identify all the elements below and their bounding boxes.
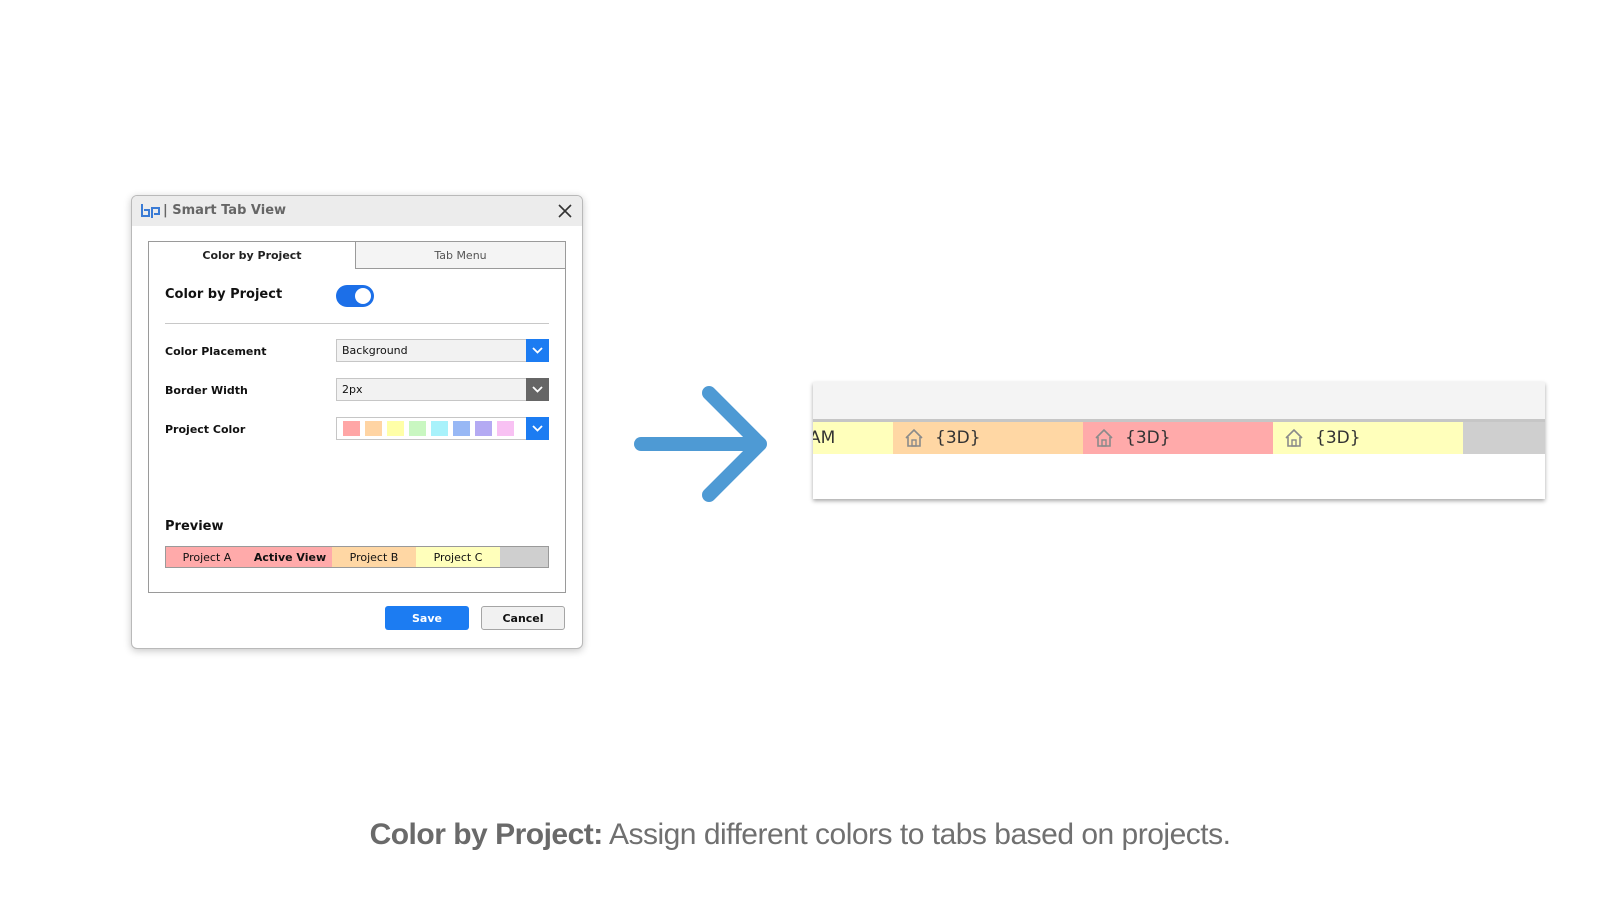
- color-placement-value: Background: [342, 344, 408, 357]
- color-by-project-label: Color by Project: [165, 287, 283, 302]
- project-color-select[interactable]: [336, 417, 549, 440]
- house-icon: [1093, 427, 1115, 449]
- chevron-down-icon[interactable]: [526, 417, 549, 440]
- house-icon: [903, 427, 925, 449]
- strip-tab-label: {3D}: [1315, 428, 1361, 448]
- color-placement-label: Color Placement: [165, 345, 267, 358]
- strip-tab[interactable]: {3D}: [1083, 422, 1273, 454]
- preview-tab: Active View: [248, 547, 332, 567]
- border-width-value: 2px: [342, 383, 363, 396]
- preview-label: Preview: [165, 519, 224, 534]
- dialog-titlebar: | Smart Tab View: [132, 196, 582, 226]
- color-swatch[interactable]: [475, 421, 492, 436]
- strip-tab[interactable]: {3D}: [1273, 422, 1463, 454]
- preview-tab: Project A: [166, 547, 248, 567]
- tab-bar: Color by Project Tab Menu: [149, 242, 565, 269]
- chevron-down-icon[interactable]: [526, 339, 549, 362]
- smart-tab-view-dialog: | Smart Tab View Color by Project Tab Me…: [131, 195, 583, 649]
- border-width-select[interactable]: 2px: [336, 378, 549, 401]
- strip-tab-label: {3D}: [1125, 428, 1171, 448]
- color-swatches: [343, 421, 514, 436]
- border-width-label: Border Width: [165, 384, 248, 397]
- settings-panel: Color by Project Tab Menu Color by Proje…: [148, 241, 566, 593]
- save-button[interactable]: Save: [385, 606, 469, 630]
- dialog-title: | Smart Tab View: [163, 203, 287, 218]
- preview-tab: Project C: [416, 547, 500, 567]
- color-swatch[interactable]: [343, 421, 360, 436]
- caption: Color by Project: Assign different color…: [0, 818, 1600, 852]
- strip-empty-area: [1463, 422, 1545, 454]
- preview-empty: [500, 547, 548, 567]
- color-swatch[interactable]: [497, 421, 514, 436]
- caption-bold: Color by Project:: [369, 818, 604, 851]
- color-by-project-toggle[interactable]: [336, 285, 374, 307]
- strip-tab-label: AM: [813, 428, 836, 448]
- color-swatch[interactable]: [431, 421, 448, 436]
- tab-tab-menu[interactable]: Tab Menu: [355, 242, 565, 269]
- color-swatch[interactable]: [409, 421, 426, 436]
- tab-color-by-project[interactable]: Color by Project: [149, 242, 355, 268]
- color-placement-select[interactable]: Background: [336, 339, 549, 362]
- close-icon[interactable]: [554, 200, 576, 222]
- toggle-knob: [355, 288, 371, 304]
- strip-tab[interactable]: {3D}: [893, 422, 1083, 454]
- bp-logo-icon: [140, 202, 162, 220]
- chevron-down-icon[interactable]: [526, 378, 549, 401]
- strip-tab[interactable]: AM: [813, 422, 893, 454]
- color-swatch[interactable]: [387, 421, 404, 436]
- strip-tab-row: AM {3D} {3D} {3D}: [813, 422, 1545, 454]
- house-icon: [1283, 427, 1305, 449]
- color-swatch[interactable]: [365, 421, 382, 436]
- strip-tab-label: {3D}: [935, 428, 981, 448]
- cancel-button[interactable]: Cancel: [481, 606, 565, 630]
- tab-strip-preview: AM {3D} {3D} {3D}: [813, 382, 1545, 499]
- project-color-label: Project Color: [165, 423, 246, 436]
- preview-tab: Project B: [332, 547, 416, 567]
- color-swatch[interactable]: [453, 421, 470, 436]
- arrow-right-icon: [633, 385, 773, 507]
- divider: [165, 323, 549, 324]
- caption-text: Assign different colors to tabs based on…: [602, 818, 1231, 851]
- strip-header: [813, 382, 1545, 422]
